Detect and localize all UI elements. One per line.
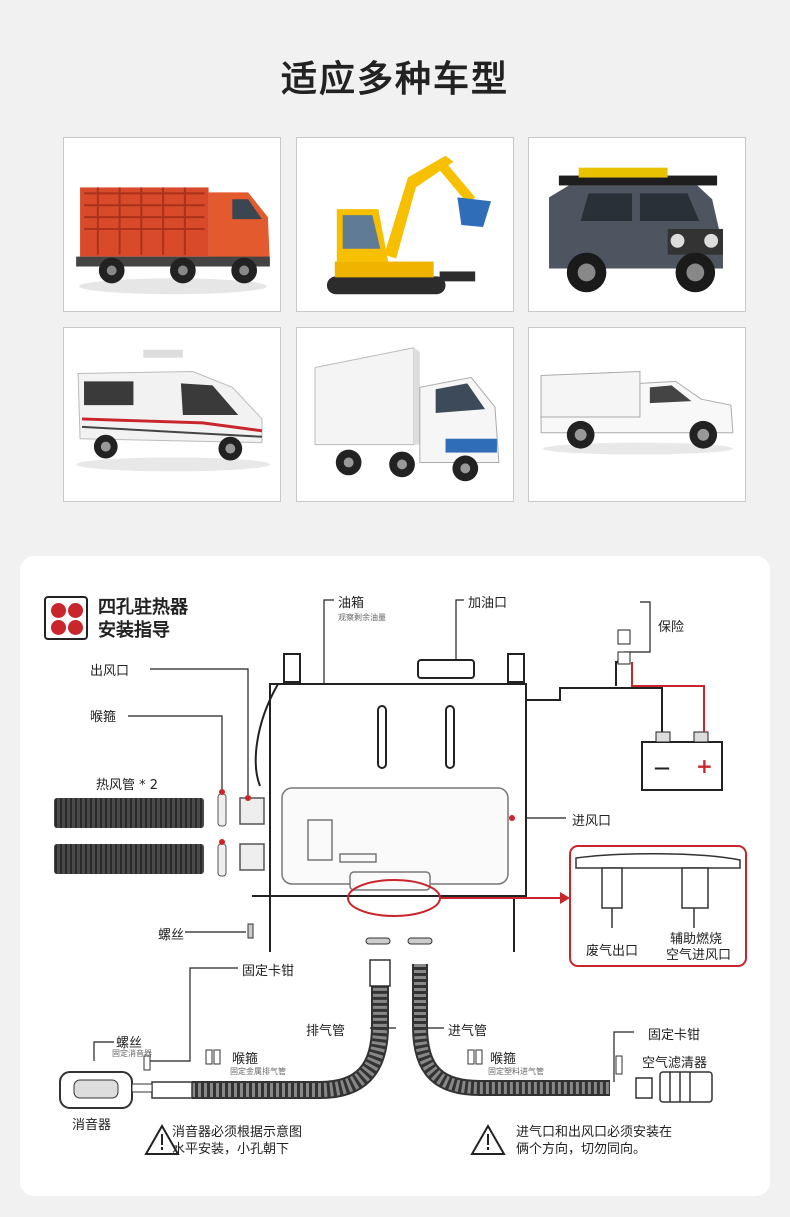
pickup-icon — [540, 370, 734, 455]
battery-minus: — — [654, 758, 670, 777]
label-combustion-inlet-2: 空气进风口 — [666, 948, 732, 963]
guide-title: 四孔驻热器 安装指导 — [98, 596, 188, 642]
label-screw: 螺丝 — [158, 928, 185, 943]
label-intake-pipe: 进气管 — [448, 1024, 488, 1039]
page-title: 适应多种车型 — [280, 59, 509, 100]
label-fixing-clamp: 固定卡钳 — [242, 964, 295, 979]
label-clamp-metal-note: 固定金属排气管 — [230, 1067, 286, 1076]
vehicle-grid — [63, 137, 747, 503]
label-fuel-inlet: 加油口 — [468, 596, 508, 611]
battery-plus: + — [696, 754, 713, 778]
install-diagram — [54, 599, 747, 1155]
truck-icon — [76, 187, 270, 295]
vehicle-card-excavator — [296, 137, 514, 312]
label-fuel-tank-note: 观察剩余油量 — [338, 613, 386, 622]
label-exhaust-pipe: 排气管 — [306, 1024, 346, 1039]
label-screw-2-note: 固定消音器 — [112, 1049, 152, 1058]
excavator-icon — [326, 155, 492, 295]
box-truck-icon — [314, 347, 500, 482]
warning-inlet-outlet-line2: 俩个方向，切勿同向。 — [516, 1142, 647, 1157]
vehicle-card-rv — [63, 327, 281, 502]
rv-icon — [76, 349, 270, 472]
label-exhaust-outlet: 废气出口 — [586, 944, 639, 959]
warning-muffler: 消音器必须根据示意图 水平安装，小孔朝下 — [172, 1124, 302, 1158]
label-air-outlet: 出风口 — [90, 664, 130, 679]
vehicle-card-pickup — [528, 327, 746, 502]
warning-inlet-outlet: 进气口和出风口必须安装在 俩个方向，切勿同向。 — [516, 1124, 672, 1158]
label-hose-clamp: 喉箍 — [90, 710, 117, 725]
label-fuse: 保险 — [658, 620, 685, 635]
vehicle-card-truck — [63, 137, 281, 312]
label-combustion-inlet-1: 辅助燃烧 — [670, 932, 723, 947]
guide-title-line2: 安装指导 — [98, 620, 170, 641]
label-screw-2: 螺丝 — [116, 1036, 143, 1051]
warning-muffler-line1: 消音器必须根据示意图 — [172, 1125, 303, 1140]
label-clamp-metal: 喉箍 — [232, 1052, 259, 1067]
label-clamp-plastic: 喉箍 — [490, 1052, 517, 1067]
label-fuel-tank: 油箱 — [338, 596, 365, 611]
label-fixing-clamp-2: 固定卡钳 — [648, 1028, 701, 1043]
suv-icon — [549, 167, 724, 293]
guide-title-line1: 四孔驻热器 — [98, 597, 188, 618]
label-clamp-plastic-note: 固定塑料进气管 — [488, 1067, 544, 1076]
install-guide-panel: 四孔驻热器 安装指导 油箱 观察剩余油量 加油口 保险 出风口 喉箍 热风管 *… — [20, 556, 770, 1196]
vehicle-card-box-truck — [296, 327, 514, 502]
label-muffler: 消音器 — [72, 1118, 112, 1133]
label-hot-air-pipe: 热风管 * 2 — [96, 778, 159, 793]
vehicle-card-suv — [528, 137, 746, 312]
heater-logo-icon — [44, 596, 88, 640]
warning-icon — [144, 1122, 178, 1152]
label-air-filter: 空气滤清器 — [642, 1056, 708, 1071]
warning-inlet-outlet-line1: 进气口和出风口必须安装在 — [516, 1125, 673, 1140]
label-air-inlet: 进风口 — [572, 814, 612, 829]
warning-muffler-line2: 水平安装，小孔朝下 — [172, 1142, 290, 1157]
warning-icon — [470, 1122, 504, 1152]
